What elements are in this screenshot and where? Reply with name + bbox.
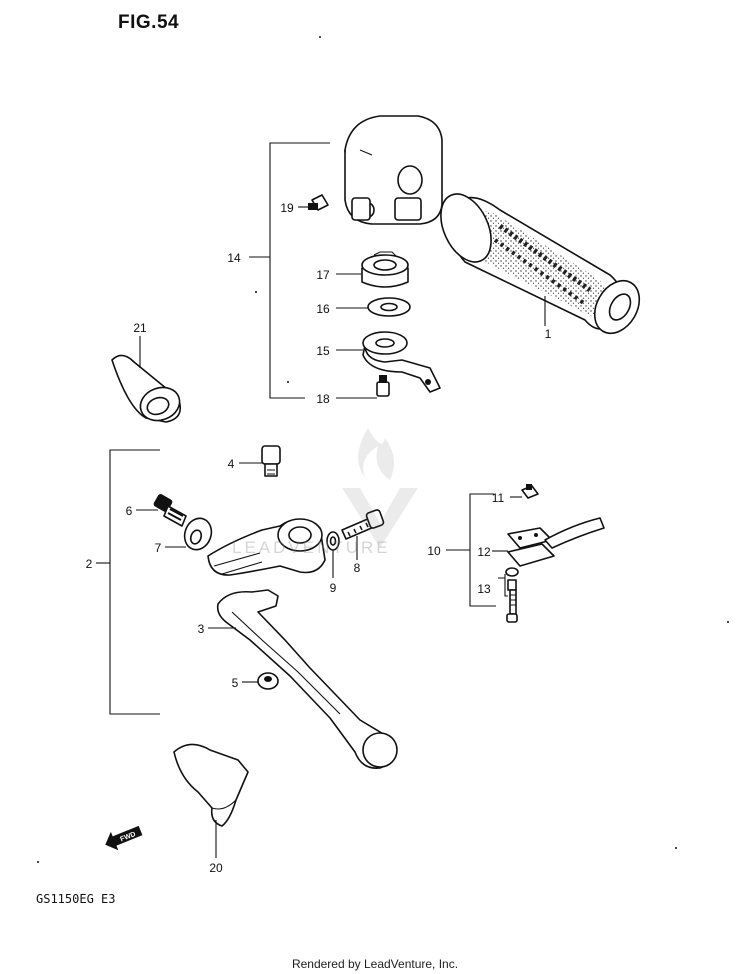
switch-housing [344,115,443,225]
callout-19: 19 [280,201,294,215]
callout-2: 2 [86,557,93,571]
throttle-pulley-15 [362,331,441,393]
callout-leaders [96,142,546,858]
bushing-7 [183,517,213,551]
callout-20: 20 [209,861,223,875]
callout-15: 15 [316,344,330,358]
washer-9 [326,531,340,551]
footer-credit: Rendered by LeadVenture, Inc. [291,957,459,971]
forward-direction-arrow: FWD [105,825,143,851]
pivot-bolt-4 [261,445,281,477]
watermark-text: LEADVENTURE [232,538,391,557]
callout-12: 12 [477,545,491,559]
clutch-lever-3 [216,589,398,769]
bolt-8 [341,509,385,540]
washer-16 [367,297,411,317]
callout-16: 16 [316,302,330,316]
adjuster-screw-6 [153,494,187,527]
throttle-collar-17 [361,251,409,288]
callout-3: 3 [198,622,205,636]
callout-10: 10 [427,544,441,558]
callout-13: 13 [477,582,491,596]
switch-assembly-10 [505,484,605,623]
nut-5 [257,672,279,690]
leadventure-watermark-logo [342,428,418,548]
callout-11: 11 [492,491,505,505]
model-code: GS1150EG E3 [36,892,116,906]
callout-5: 5 [232,676,239,690]
lever-holder-bracket [207,518,326,576]
callout-17: 17 [316,268,330,282]
callout-9: 9 [330,581,337,595]
scan-specks [37,36,729,863]
callout-1: 1 [545,327,552,341]
callout-6: 6 [126,504,133,518]
callout-7: 7 [155,541,162,555]
lever-boot-21 [111,354,182,423]
figure-title: FIG.54 [118,12,180,33]
callout-21: 21 [133,321,147,335]
callout-4: 4 [228,457,235,471]
handlebar-grip-1 [440,193,641,335]
callout-labels: 1 2 3 4 5 6 7 8 9 10 11 12 13 14 15 16 1… [86,201,552,875]
callout-18: 18 [316,392,330,406]
lever-cover-20 [173,743,249,827]
bolt-18 [376,375,390,397]
callout-8: 8 [354,561,361,575]
screw-19 [303,194,329,211]
callout-14: 14 [227,251,241,265]
